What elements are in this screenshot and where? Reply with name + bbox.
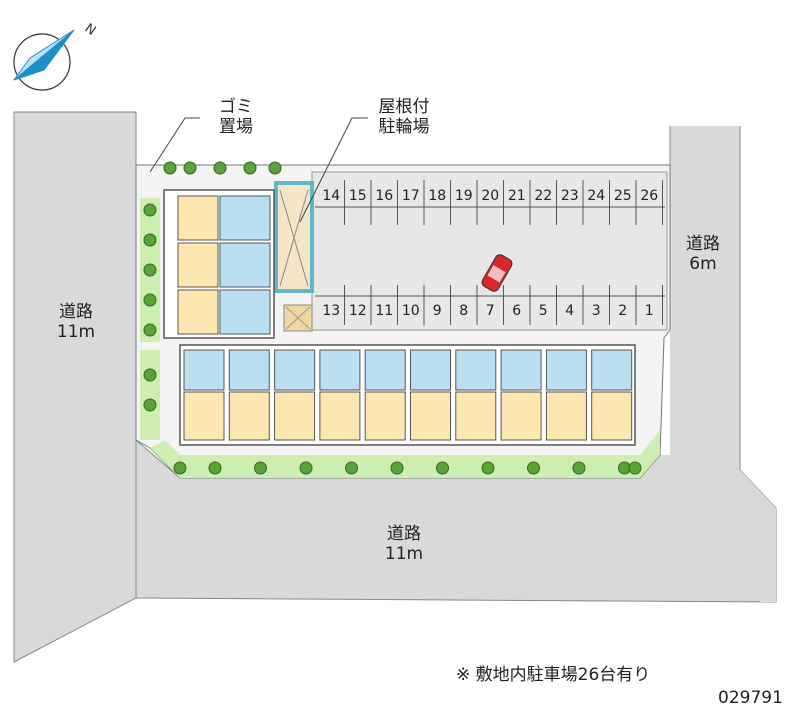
tree-icon — [163, 161, 177, 175]
tree-icon — [183, 161, 197, 175]
tree-icon — [213, 161, 227, 175]
unit-room — [591, 391, 633, 441]
building-west — [163, 189, 275, 339]
road-west-width: 11m — [56, 322, 96, 342]
road-south-width: 11m — [384, 544, 424, 564]
parking-space-4: 4 — [565, 303, 574, 319]
parking-space-2: 2 — [618, 303, 627, 319]
tree-icon — [481, 461, 495, 475]
tree-icon — [390, 461, 404, 475]
unit-bath — [410, 349, 451, 391]
road-west-label: 道路 11m — [52, 302, 100, 342]
parking-space-16: 16 — [375, 188, 393, 204]
garbage-label-line2: 置場 — [219, 117, 253, 137]
parking-space-12: 12 — [349, 303, 367, 319]
parking-space-18: 18 — [428, 188, 446, 204]
compass-letter: N — [82, 21, 99, 39]
road-east-label: 道路 6m — [678, 234, 728, 274]
tree-icon — [268, 161, 282, 175]
tree-icon — [143, 398, 157, 412]
unit-bath — [455, 349, 497, 391]
garbage-leader-line — [149, 117, 200, 173]
bike-label-line1: 屋根付 — [378, 97, 430, 117]
unit-bath — [500, 349, 542, 391]
road-south-label: 道路 11m — [380, 524, 428, 564]
tree-icon — [572, 461, 586, 475]
tree-icon — [143, 233, 157, 247]
parking-space-8: 8 — [459, 303, 468, 319]
parking-footnote: ※ 敷地内駐車場26台有り — [456, 665, 651, 685]
parking-space-24: 24 — [587, 188, 605, 204]
unit-bath — [319, 349, 361, 391]
parking-space-25: 25 — [614, 188, 632, 204]
property-code: 029791 — [718, 688, 783, 708]
parking-space-11: 11 — [375, 303, 393, 319]
tree-icon — [345, 461, 358, 475]
building-south — [179, 344, 636, 446]
bike-shelter-label: 屋根付 駐輪場 — [372, 97, 436, 137]
unit-bath — [364, 349, 406, 391]
parking-space-15: 15 — [349, 188, 367, 204]
road-west — [13, 111, 137, 663]
bike-leader-line — [299, 117, 368, 223]
unit-room — [274, 391, 316, 441]
parking-space-13: 13 — [322, 303, 340, 319]
tree-icon — [527, 461, 540, 475]
tree-icon — [143, 368, 157, 382]
unit-room — [183, 391, 225, 441]
unit-bath — [274, 349, 316, 391]
unit-room — [545, 391, 587, 441]
tree-icon — [254, 461, 267, 475]
green-strip-west2 — [140, 350, 160, 440]
parking-space-20: 20 — [481, 188, 499, 204]
parking-space-19: 19 — [455, 188, 473, 204]
unit-room — [228, 391, 270, 441]
parking-space-22: 22 — [534, 188, 552, 204]
parking-space-9: 9 — [433, 303, 442, 319]
parking-space-17: 17 — [402, 188, 420, 204]
parking-space-14: 14 — [322, 188, 340, 204]
garbage-label-line1: ゴミ — [219, 97, 253, 117]
car-icon — [481, 254, 513, 292]
garbage-label: ゴミ 置場 — [212, 97, 260, 137]
tree-icon — [143, 203, 157, 217]
parking-space-21: 21 — [508, 188, 526, 204]
unit-room — [455, 391, 497, 441]
parking-space-3: 3 — [592, 303, 601, 319]
unit-bath — [183, 349, 225, 391]
tree-icon — [173, 461, 187, 475]
tree-icon — [628, 461, 642, 475]
parking-space-10: 10 — [402, 303, 420, 319]
tree-icon — [243, 161, 257, 175]
bike-label-line2: 駐輪場 — [378, 117, 430, 137]
road-west-name: 道路 — [59, 302, 93, 322]
unit-room — [410, 391, 451, 441]
tree-icon — [143, 323, 157, 337]
parking-space-5: 5 — [539, 303, 548, 319]
tree-icon — [436, 461, 449, 475]
compass-icon: N — [13, 21, 99, 91]
unit-room — [319, 391, 361, 441]
road-east-width: 6m — [689, 254, 717, 274]
unit-bath — [591, 349, 633, 391]
parking-space-7: 7 — [486, 303, 495, 319]
parking-space-23: 23 — [561, 188, 579, 204]
unit-bath — [545, 349, 587, 391]
tree-icon — [299, 461, 313, 475]
parking-space-6: 6 — [512, 303, 521, 319]
unit-room — [500, 391, 542, 441]
road-east — [660, 126, 776, 602]
unit-bath — [228, 349, 270, 391]
tree-icon — [143, 263, 157, 277]
tree-icon — [143, 293, 157, 307]
road-south-name: 道路 — [387, 524, 421, 544]
unit-room — [364, 391, 406, 441]
tree-icon — [208, 461, 222, 475]
road-east-name: 道路 — [686, 234, 720, 254]
parking-space-26: 26 — [640, 188, 658, 204]
parking-space-1: 1 — [645, 303, 654, 319]
